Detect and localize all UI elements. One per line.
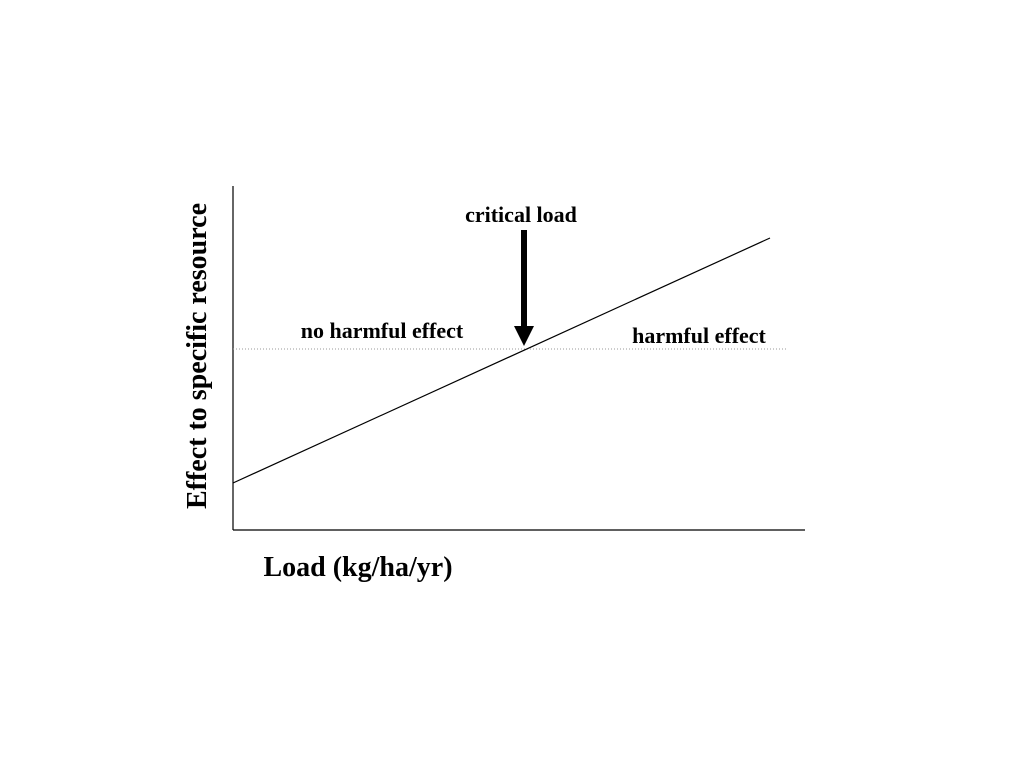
critical-load-arrow-shaft (521, 230, 527, 328)
y-axis-label: Effect to specific resource (182, 203, 213, 509)
harmful-effect-label: harmful effect (632, 323, 766, 348)
effect-line (232, 237, 771, 484)
critical-load-arrow (514, 230, 534, 346)
critical-load-label: critical load (465, 202, 577, 227)
no-harmful-effect-label: no harmful effect (301, 318, 464, 343)
x-axis-label: Load (kg/ha/yr) (263, 552, 452, 583)
critical-load-arrow-head (514, 326, 534, 346)
